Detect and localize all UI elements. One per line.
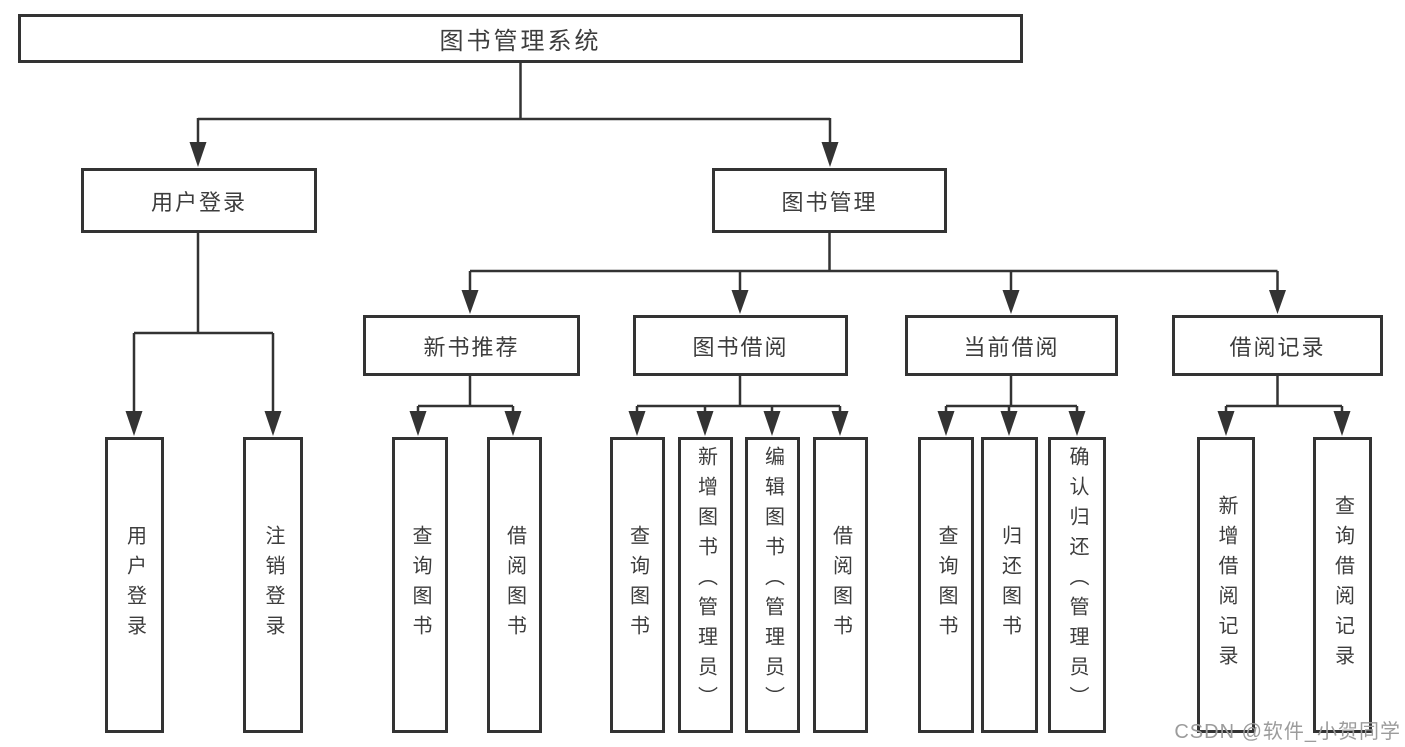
node-current-borrow-label: 当前借阅 [963,334,1060,360]
leaf-borrow-books-label: 借阅图书 [829,525,852,645]
leaf-query-borrow-record-label: 查询借阅记录 [1331,495,1354,675]
node-book-borrow: 图书借阅 [633,315,848,376]
leaf-edit-books-admin: 编辑图书（管理员） [745,437,800,733]
leaf-add-borrow-record-label: 新增借阅记录 [1215,495,1237,675]
node-borrow-records-label: 借阅记录 [1229,334,1326,360]
leaf-return-books: 归还图书 [981,437,1038,733]
node-book-borrow-label: 图书借阅 [692,334,789,360]
node-book-management: 图书管理 [712,168,947,233]
node-root-label: 图书管理系统 [439,28,602,55]
leaf-return-books-label: 归还图书 [998,525,1021,645]
leaf-confirm-return-admin-label: 确认归还（管理员） [1066,446,1088,716]
node-user-login-label: 用户登录 [150,189,247,215]
leaf-borrow-books-recommend-label: 借阅图书 [503,525,526,645]
leaf-user-login: 用户登录 [105,437,164,733]
leaf-add-books-admin: 新增图书（管理员） [678,437,733,733]
leaf-query-borrow-record: 查询借阅记录 [1313,437,1372,733]
leaf-query-books-current: 查询图书 [918,437,974,733]
node-user-login: 用户登录 [81,168,317,233]
node-root-system: 图书管理系统 [18,14,1023,63]
node-new-book-recommend: 新书推荐 [363,315,580,376]
leaf-query-books-current-label: 查询图书 [935,525,957,645]
leaf-edit-books-admin-label: 编辑图书（管理员） [761,446,784,716]
node-current-borrow: 当前借阅 [905,315,1118,376]
node-book-management-label: 图书管理 [781,189,878,215]
leaf-add-books-admin-label: 新增图书（管理员） [694,446,717,716]
leaf-query-books-borrow: 查询图书 [610,437,665,733]
node-new-book-recommend-label: 新书推荐 [423,334,520,360]
leaf-logout: 注销登录 [243,437,303,733]
watermark: CSDN @软件_小贺同学 [1174,721,1401,743]
leaf-confirm-return-admin: 确认归还（管理员） [1048,437,1106,733]
leaf-borrow-books: 借阅图书 [813,437,868,733]
leaf-add-borrow-record: 新增借阅记录 [1197,437,1255,733]
leaf-query-books-recommend: 查询图书 [392,437,448,733]
arrowhead-icons [125,142,1351,436]
leaf-user-login-label: 用户登录 [123,525,146,645]
leaf-query-books-borrow-label: 查询图书 [626,525,649,645]
leaf-logout-label: 注销登录 [262,525,284,645]
leaf-borrow-books-recommend: 借阅图书 [487,437,542,733]
node-borrow-records: 借阅记录 [1172,315,1383,376]
leaf-query-books-recommend-label: 查询图书 [409,525,431,645]
